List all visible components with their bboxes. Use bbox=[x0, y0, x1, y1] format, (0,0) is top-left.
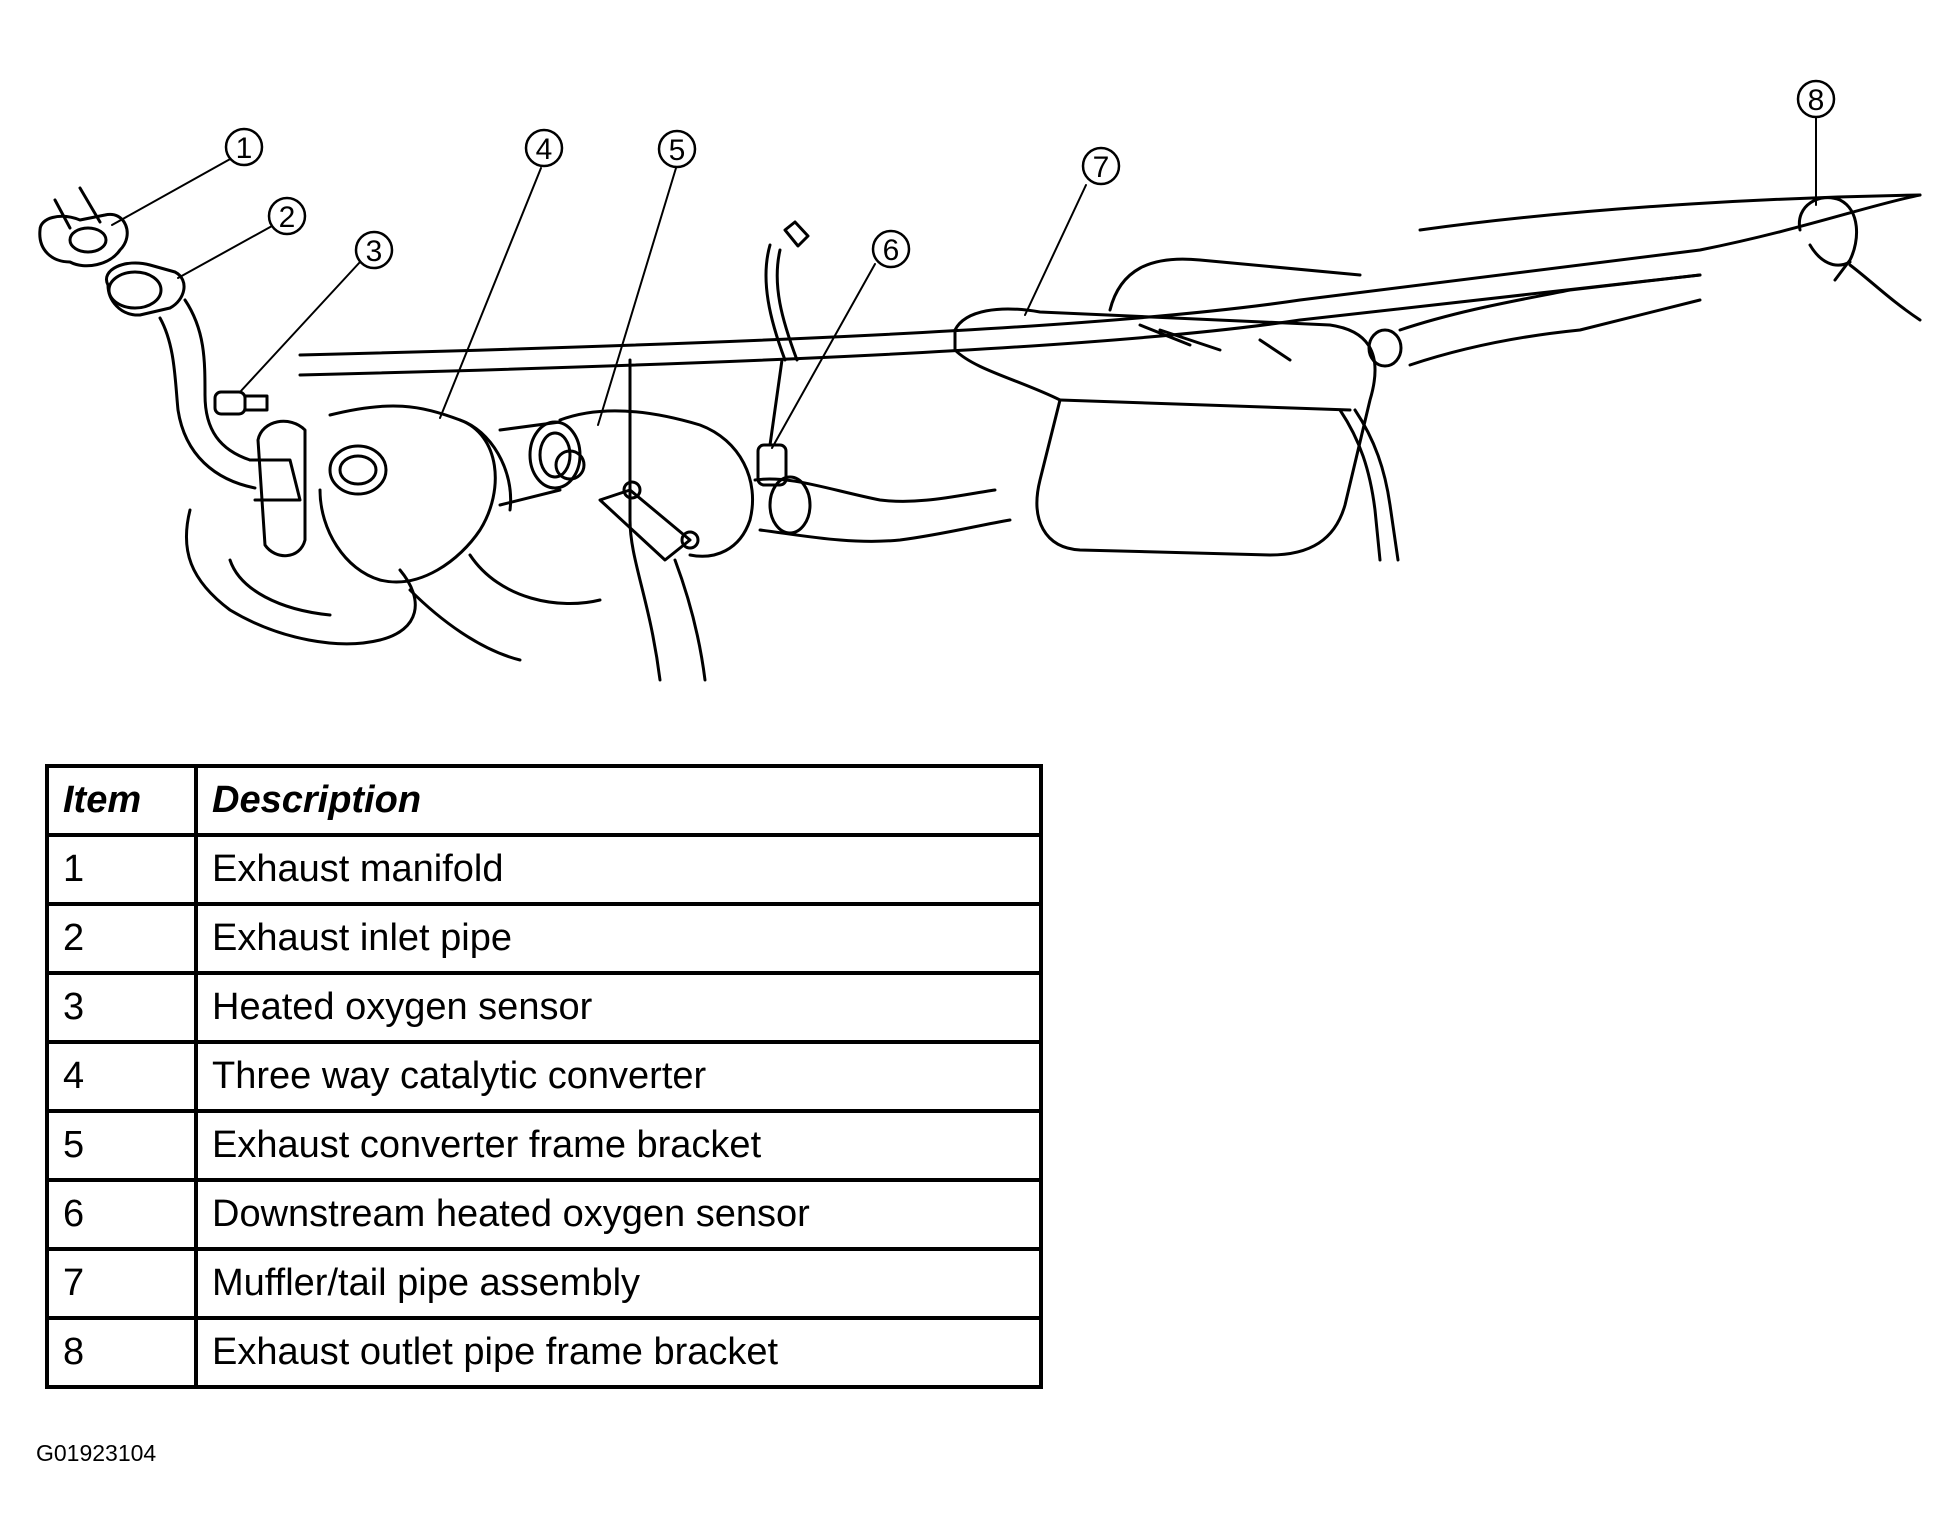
callout-6: 6 bbox=[871, 229, 911, 269]
legend-item-number: 4 bbox=[45, 1040, 198, 1113]
legend-row: 1 Exhaust manifold bbox=[45, 833, 1043, 906]
legend-item-description: Exhaust outlet pipe frame bracket bbox=[194, 1316, 1043, 1389]
callout-7: 7 bbox=[1081, 146, 1121, 186]
three-way-catalytic-converter bbox=[318, 404, 602, 606]
exhaust-manifold bbox=[38, 186, 129, 268]
heated-oxygen-sensor bbox=[213, 390, 269, 416]
svg-text:5: 5 bbox=[669, 134, 686, 167]
callout-5: 5 bbox=[657, 129, 697, 169]
legend-item-number: 2 bbox=[45, 902, 198, 975]
manifold-flange bbox=[184, 419, 417, 646]
legend-row: 5 Exhaust converter frame bracket bbox=[45, 1109, 1043, 1182]
legend-header-row: Item Description bbox=[45, 764, 1043, 837]
legend-item-description: Exhaust manifold bbox=[194, 833, 1043, 906]
leader-lines bbox=[111, 117, 1817, 449]
callout-8: 8 bbox=[1796, 79, 1836, 119]
callout-1: 1 bbox=[224, 127, 264, 167]
exhaust-converter-frame-bracket bbox=[554, 409, 755, 562]
svg-text:2: 2 bbox=[279, 201, 296, 234]
legend-item-number: 6 bbox=[45, 1178, 198, 1251]
legend-item-description: Three way catalytic converter bbox=[194, 1040, 1043, 1113]
legend-item-description: Downstream heated oxygen sensor bbox=[194, 1178, 1043, 1251]
legend-item-description: Exhaust inlet pipe bbox=[194, 902, 1043, 975]
muffler-tail-pipe-assembly bbox=[953, 257, 1403, 562]
callout-4: 4 bbox=[524, 128, 564, 168]
item-column-header: Item bbox=[45, 764, 198, 837]
legend-row: 2 Exhaust inlet pipe bbox=[45, 902, 1043, 975]
figure-code: G01923104 bbox=[36, 1440, 157, 1466]
frame-rail bbox=[1418, 193, 1922, 232]
svg-text:1: 1 bbox=[236, 132, 253, 165]
svg-text:7: 7 bbox=[1093, 151, 1110, 184]
legend-item-number: 5 bbox=[45, 1109, 198, 1182]
frame-rail bbox=[298, 273, 1702, 377]
legend-item-number: 7 bbox=[45, 1247, 198, 1320]
legend-item-description: Exhaust converter frame bracket bbox=[194, 1109, 1043, 1182]
legend-item-number: 1 bbox=[45, 833, 198, 906]
legend-row: 6 Downstream heated oxygen sensor bbox=[45, 1178, 1043, 1251]
svg-text:6: 6 bbox=[883, 234, 900, 267]
svg-text:4: 4 bbox=[536, 133, 553, 166]
description-column-header: Description bbox=[194, 764, 1043, 837]
legend-row: 8 Exhaust outlet pipe frame bracket bbox=[45, 1316, 1043, 1389]
frame-rail bbox=[298, 193, 1922, 357]
legend-item-description: Heated oxygen sensor bbox=[194, 971, 1043, 1044]
parts-legend-table: Item Description 1 Exhaust manifold 2 Ex… bbox=[45, 764, 1043, 1389]
svg-text:3: 3 bbox=[366, 235, 383, 268]
exhaust-system-diagram: 1 2 3 4 5 6 7 8 bbox=[38, 79, 1922, 682]
exhaust-outlet-pipe-frame-bracket bbox=[1797, 196, 1922, 322]
legend-item-number: 3 bbox=[45, 971, 198, 1044]
svg-text:8: 8 bbox=[1808, 84, 1825, 117]
legend-row: 7 Muffler/tail pipe assembly bbox=[45, 1247, 1043, 1320]
legend-item-number: 8 bbox=[45, 1316, 198, 1389]
downstream-heated-oxygen-sensor bbox=[756, 220, 810, 487]
exhaust-inlet-pipe bbox=[105, 261, 302, 502]
callout-3: 3 bbox=[354, 230, 394, 270]
legend-row: 3 Heated oxygen sensor bbox=[45, 971, 1043, 1044]
legend-item-description: Muffler/tail pipe assembly bbox=[194, 1247, 1043, 1320]
legend-row: 4 Three way catalytic converter bbox=[45, 1040, 1043, 1113]
callout-2: 2 bbox=[267, 196, 307, 236]
